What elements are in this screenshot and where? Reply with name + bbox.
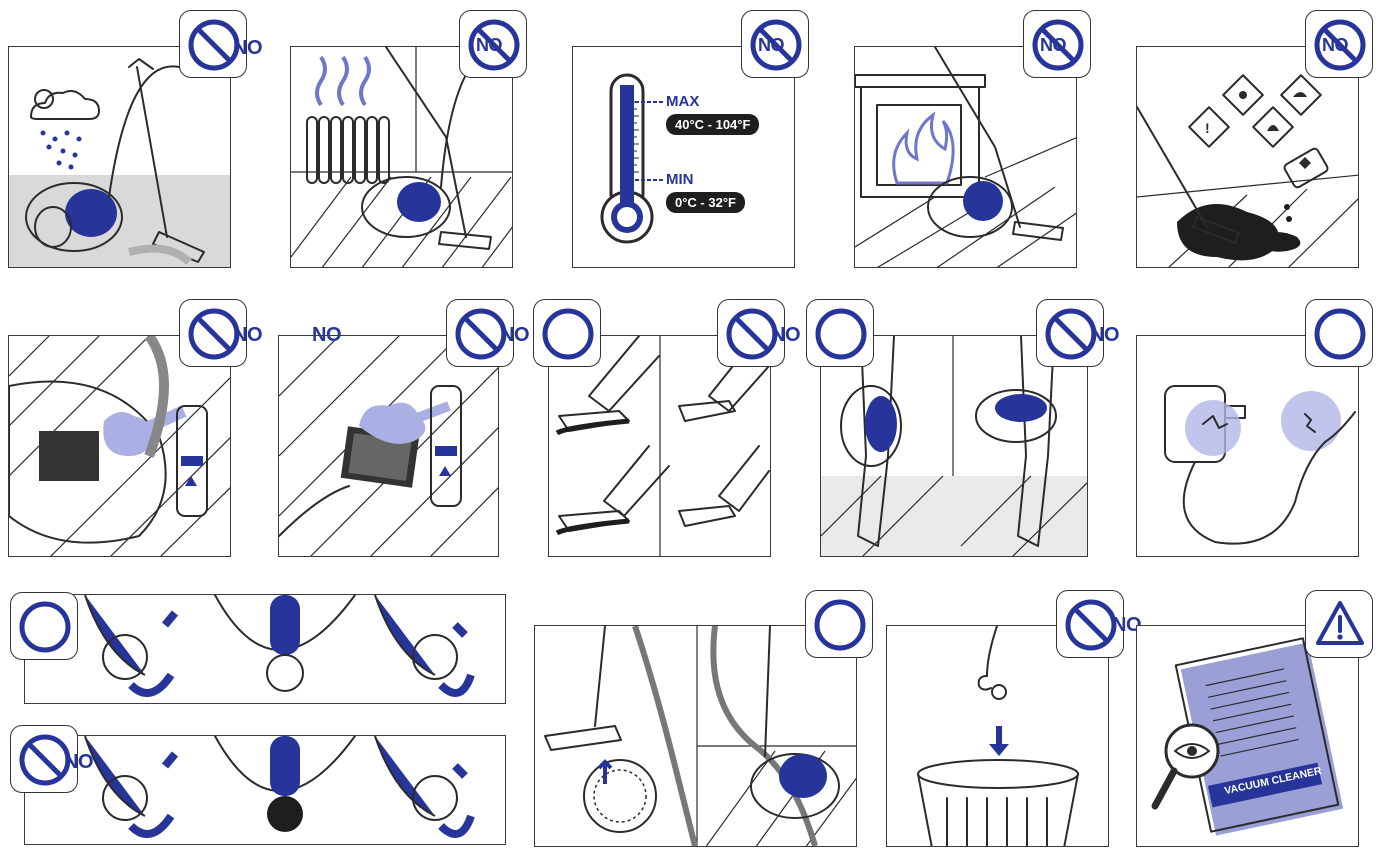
svg-text:!: ! (1205, 120, 1210, 136)
panel-hazardous-liquids: ! (1136, 46, 1359, 268)
prohibited-badge: NO (459, 10, 527, 78)
no-label: NO (233, 324, 263, 346)
allowed-badge (1305, 299, 1373, 367)
thermo-max-label: MAX (666, 93, 700, 110)
storage-parking-illustration (544, 626, 856, 846)
panel-read-manual: VACUUM CLEANER (1136, 625, 1359, 847)
no-label: NO (771, 324, 801, 346)
no-sign-icon (188, 308, 240, 360)
panel-temperature-range: MAX 40°C - 104°F MIN 0°C - 32°F (572, 46, 795, 268)
no-sign-icon (1032, 19, 1084, 71)
prohibited-badge (179, 299, 247, 367)
no-sign-icon (1065, 599, 1117, 651)
no-sign-icon (188, 19, 240, 71)
prohibited-badge (717, 299, 785, 367)
prohibited-badge: NO (1305, 10, 1373, 78)
prohibited-badge (446, 299, 514, 367)
no-sign-icon (1045, 308, 1097, 360)
prohibited-badge: NO (741, 10, 809, 78)
panel-disposal (886, 625, 1109, 847)
thermometer-icon (600, 73, 663, 244)
allowed-badge (806, 299, 874, 367)
no-sign-icon (1314, 19, 1366, 71)
thermo-min-label: MIN (666, 171, 694, 188)
brush-wear-illustration (555, 336, 770, 556)
spray-filter-illustration (279, 336, 498, 556)
no-label: NO (476, 35, 503, 55)
ok-circle-icon (815, 308, 867, 360)
ok-circle-icon (1314, 308, 1366, 360)
prohibited-badge (10, 725, 78, 793)
fireplace-illustration (855, 47, 1076, 267)
disposal-illustration (917, 626, 1079, 846)
hazardous-liquids-illustration: ! (1137, 74, 1358, 267)
warning-badge (1305, 590, 1373, 658)
panel-storage-parking (534, 625, 857, 847)
carrying-illustration (821, 336, 1087, 556)
no-label: NO (500, 324, 530, 346)
panel-spray-vacuum (8, 335, 231, 557)
prohibited-badge (1036, 299, 1104, 367)
panel-fireplace (854, 46, 1077, 268)
no-label: NO (233, 37, 263, 59)
panel-brush-wear (548, 335, 771, 557)
allowed-badge (10, 592, 78, 660)
cover-rotate-incorrect-illustration (84, 736, 475, 838)
no-sign-icon (468, 19, 520, 71)
ok-circle-icon (19, 601, 71, 653)
no-sign-icon (455, 308, 507, 360)
spray-vacuum-illustration (9, 336, 230, 556)
radiator-illustration (291, 47, 512, 267)
panel-cover-rotate-correct (24, 594, 506, 704)
ok-circle-icon (542, 308, 594, 360)
no-label: NO (1040, 35, 1067, 55)
panel-carrying (820, 335, 1088, 557)
manual-illustration (1151, 637, 1344, 836)
no-label: NO (758, 35, 785, 55)
prohibited-badge: NO (1023, 10, 1091, 78)
allowed-badge (805, 590, 873, 658)
ok-circle-icon (814, 599, 866, 651)
no-label: NO (1090, 324, 1120, 346)
thermo-min-range: 0°C - 32°F (666, 192, 745, 213)
panel-radiator-heat (290, 46, 513, 268)
prohibited-badge (179, 10, 247, 78)
prohibited-badge (1056, 590, 1124, 658)
no-sign-icon (19, 734, 71, 786)
panel-damaged-cord (1136, 335, 1359, 557)
no-label: NO (1112, 614, 1142, 636)
no-sign-icon (726, 308, 778, 360)
panel-outdoor-rain (8, 46, 231, 268)
damaged-cord-illustration (1164, 385, 1356, 545)
cover-rotate-correct-illustration (84, 595, 475, 697)
no-label: NO (312, 324, 342, 346)
thermo-max-range: 40°C - 104°F (666, 114, 760, 135)
panel-spray-filter (278, 335, 499, 557)
no-label: NO (64, 751, 94, 773)
no-sign-icon (750, 19, 802, 71)
warning-triangle-icon (1316, 601, 1364, 645)
no-label: NO (1322, 35, 1349, 55)
panel-cover-rotate-incorrect (24, 735, 506, 845)
allowed-badge (533, 299, 601, 367)
outdoor-rain-illustration (9, 58, 230, 267)
